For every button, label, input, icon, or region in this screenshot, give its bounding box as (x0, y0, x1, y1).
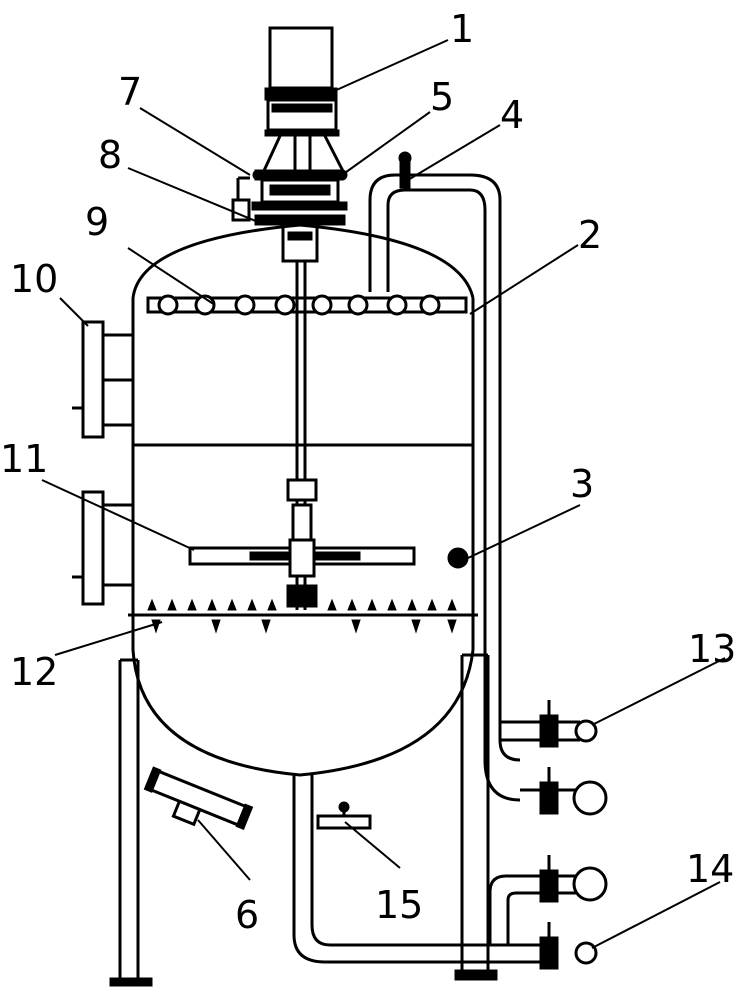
label-3: 3 (570, 462, 594, 506)
label-15: 15 (375, 883, 423, 927)
label-12: 12 (10, 650, 58, 694)
return-pipe (368, 151, 521, 802)
label-14: 14 (686, 847, 734, 891)
bottom-outlet-pipe (292, 775, 548, 964)
bottom-discharge-valve (143, 766, 254, 831)
label-4: 4 (500, 93, 524, 137)
label-8: 8 (98, 133, 122, 177)
coupling-assembly (251, 135, 348, 211)
motor-assembly (264, 26, 340, 137)
upper-manhole (72, 320, 135, 439)
sight-glass (447, 547, 469, 569)
label-11: 11 (0, 437, 48, 481)
label-13: 13 (688, 627, 736, 671)
label-9: 9 (85, 200, 109, 244)
label-6: 6 (235, 893, 259, 937)
label-5: 5 (430, 75, 454, 119)
label-10: 10 (10, 257, 58, 301)
label-2: 2 (578, 213, 602, 257)
label-7: 7 (118, 70, 142, 114)
leader-lines (41, 39, 726, 949)
label-1: 1 (450, 7, 474, 51)
paddle-agitator (188, 538, 416, 608)
seal-assembly (254, 214, 346, 263)
nozzle-plate (147, 598, 457, 634)
vessel-legs (109, 653, 498, 987)
outlet-valves (488, 700, 608, 970)
spray-pipe (146, 294, 468, 316)
lower-manhole (72, 490, 135, 606)
top-small-valve (231, 176, 251, 222)
